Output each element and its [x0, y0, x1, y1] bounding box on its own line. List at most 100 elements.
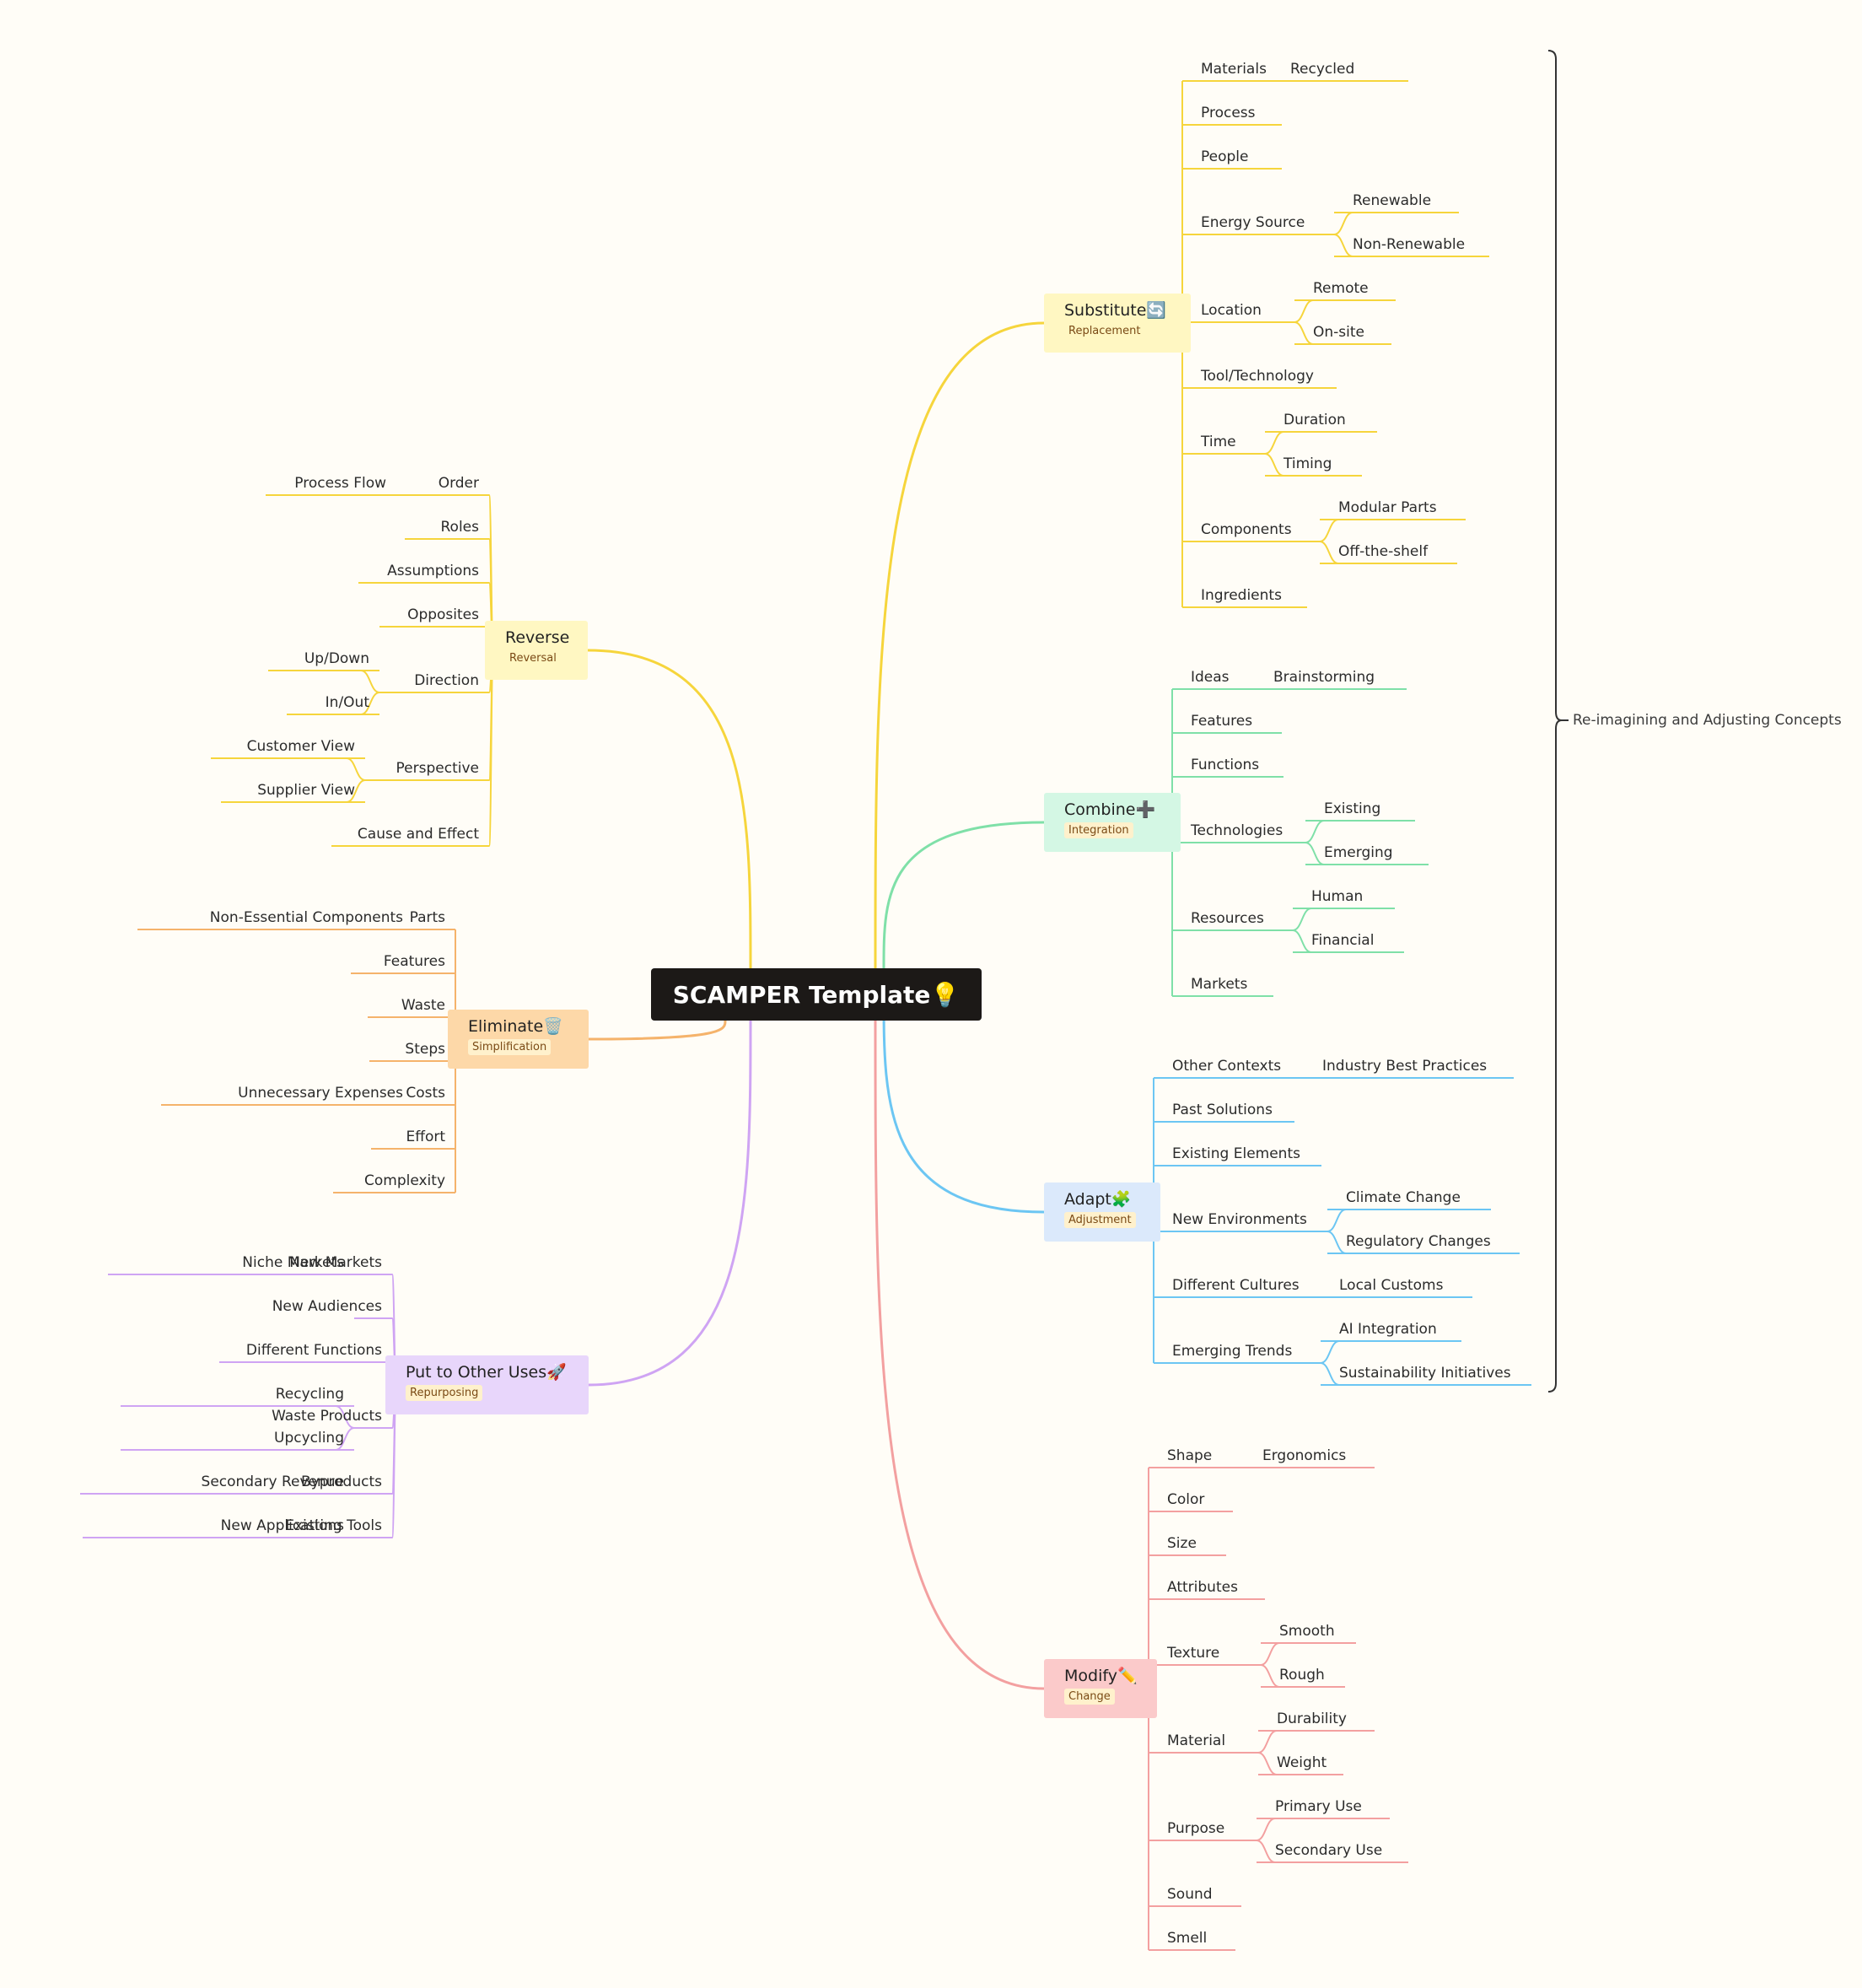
node-reverse-3[interactable]: Assumptions — [387, 563, 479, 579]
node-reverse-7[interactable]: In/Out — [325, 694, 369, 711]
node-eliminate-6[interactable]: Unnecessary Expenses — [238, 1085, 403, 1102]
node-substitute-13[interactable]: Timing — [1283, 455, 1332, 472]
branch-tag: Repurposing — [406, 1385, 483, 1401]
node-modify-14[interactable]: Sound — [1167, 1886, 1213, 1903]
node-modify-8[interactable]: Material — [1167, 1732, 1226, 1749]
node-adapt-9[interactable]: Emerging Trends — [1172, 1343, 1293, 1360]
node-put-3[interactable]: Different Functions — [245, 1342, 382, 1359]
node-eliminate-3[interactable]: Waste — [401, 997, 445, 1014]
node-substitute-0[interactable]: Materials — [1201, 61, 1267, 78]
node-reverse-5[interactable]: Direction — [414, 672, 479, 689]
node-put-1[interactable]: Niche Markets — [242, 1254, 344, 1271]
node-eliminate-1[interactable]: Non-Essential Components — [209, 909, 403, 926]
node-modify-2[interactable]: Color — [1167, 1491, 1205, 1508]
node-reverse-9[interactable]: Customer View — [246, 738, 355, 755]
node-put-6[interactable]: Upcycling — [274, 1430, 344, 1447]
node-put-9[interactable]: Existing Tools — [285, 1517, 382, 1534]
node-reverse-2[interactable]: Roles — [440, 519, 480, 536]
branch-eliminate[interactable]: Eliminate🗑️Simplification — [448, 1010, 589, 1069]
node-modify-1[interactable]: Ergonomics — [1262, 1447, 1347, 1464]
node-eliminate-2[interactable]: Features — [383, 953, 445, 970]
node-substitute-11[interactable]: Time — [1201, 434, 1236, 450]
node-eliminate-0[interactable]: Parts — [409, 909, 445, 926]
node-combine-7[interactable]: Resources — [1191, 910, 1264, 927]
node-substitute-12[interactable]: Duration — [1283, 412, 1346, 428]
node-combine-4[interactable]: Technologies — [1191, 822, 1283, 839]
node-modify-9[interactable]: Durability — [1277, 1711, 1347, 1727]
node-substitute-6[interactable]: Non-Renewable — [1353, 236, 1466, 253]
node-adapt-2[interactable]: Past Solutions — [1172, 1102, 1273, 1118]
node-modify-6[interactable]: Smooth — [1279, 1623, 1335, 1640]
substitute-link-6 — [1333, 234, 1353, 257]
node-substitute-17[interactable]: Ingredients — [1201, 587, 1282, 604]
node-reverse-4[interactable]: Opposites — [407, 606, 479, 623]
branch-modify[interactable]: Modify✏️Change — [1044, 1659, 1157, 1718]
node-substitute-9[interactable]: On-site — [1313, 324, 1364, 341]
branch-adapt[interactable]: Adapt🧩Adjustment — [1044, 1183, 1160, 1242]
node-substitute-3[interactable]: People — [1201, 148, 1249, 165]
node-modify-12[interactable]: Primary Use — [1275, 1798, 1362, 1815]
node-substitute-4[interactable]: Energy Source — [1201, 214, 1305, 231]
node-combine-6[interactable]: Emerging — [1324, 844, 1393, 861]
node-put-7[interactable]: Byproducts — [301, 1473, 382, 1490]
node-substitute-5[interactable]: Renewable — [1353, 192, 1432, 209]
node-substitute-16[interactable]: Off-the-shelf — [1338, 543, 1429, 560]
node-combine-8[interactable]: Human — [1311, 888, 1364, 905]
node-adapt-0[interactable]: Other Contexts — [1172, 1058, 1282, 1075]
node-eliminate-5[interactable]: Costs — [406, 1085, 445, 1102]
substitute-link-15 — [1319, 519, 1339, 542]
node-substitute-15[interactable]: Modular Parts — [1338, 499, 1437, 516]
node-substitute-8[interactable]: Remote — [1313, 280, 1369, 297]
node-substitute-10[interactable]: Tool/Technology — [1201, 368, 1314, 385]
node-modify-10[interactable]: Weight — [1277, 1754, 1327, 1771]
node-modify-13[interactable]: Secondary Use — [1275, 1842, 1383, 1859]
node-put-0[interactable]: New Markets — [289, 1254, 382, 1271]
node-combine-0[interactable]: Ideas — [1191, 669, 1230, 686]
node-modify-0[interactable]: Shape — [1167, 1447, 1213, 1464]
node-adapt-1[interactable]: Industry Best Practices — [1322, 1058, 1488, 1075]
node-combine-10[interactable]: Markets — [1191, 976, 1248, 993]
branch-combine[interactable]: Combine➕Integration — [1044, 793, 1181, 852]
node-modify-11[interactable]: Purpose — [1167, 1820, 1225, 1837]
node-modify-3[interactable]: Size — [1167, 1535, 1197, 1552]
node-eliminate-7[interactable]: Effort — [406, 1129, 445, 1145]
node-adapt-7[interactable]: Different Cultures — [1172, 1277, 1300, 1294]
node-substitute-1[interactable]: Recycled — [1290, 61, 1355, 78]
node-substitute-7[interactable]: Location — [1201, 302, 1262, 319]
node-put-2[interactable]: New Audiences — [272, 1298, 382, 1315]
branch-substitute[interactable]: Substitute🔄Replacement — [1044, 294, 1191, 353]
node-reverse-10[interactable]: Supplier View — [257, 782, 355, 799]
node-put-8[interactable]: Secondary Revenue — [201, 1473, 344, 1490]
node-modify-7[interactable]: Rough — [1279, 1667, 1325, 1684]
node-adapt-5[interactable]: Climate Change — [1346, 1189, 1461, 1206]
node-modify-5[interactable]: Texture — [1167, 1645, 1220, 1662]
node-adapt-4[interactable]: New Environments — [1172, 1211, 1307, 1228]
node-combine-5[interactable]: Existing — [1324, 800, 1381, 817]
node-adapt-8[interactable]: Local Customs — [1339, 1277, 1444, 1294]
root-node[interactable]: SCAMPER Template💡 — [651, 968, 982, 1021]
node-substitute-2[interactable]: Process — [1201, 105, 1256, 121]
node-put-4[interactable]: Waste Products — [272, 1408, 382, 1425]
node-put-5[interactable]: Recycling — [275, 1386, 344, 1403]
node-modify-15[interactable]: Smell — [1167, 1930, 1208, 1947]
node-eliminate-8[interactable]: Complexity — [363, 1172, 445, 1189]
node-combine-2[interactable]: Features — [1191, 713, 1253, 730]
node-eliminate-4[interactable]: Steps — [405, 1041, 445, 1058]
node-reverse-11[interactable]: Cause and Effect — [357, 826, 479, 843]
node-combine-1[interactable]: Brainstorming — [1273, 669, 1375, 686]
node-put-10[interactable]: New Applications — [220, 1517, 344, 1534]
node-modify-4[interactable]: Attributes — [1167, 1579, 1238, 1596]
node-combine-9[interactable]: Financial — [1311, 932, 1375, 949]
node-adapt-11[interactable]: Sustainability Initiatives — [1339, 1365, 1511, 1382]
branch-put[interactable]: Put to Other Uses🚀Repurposing — [385, 1355, 589, 1414]
node-substitute-14[interactable]: Components — [1201, 521, 1292, 538]
node-reverse-6[interactable]: Up/Down — [304, 650, 369, 667]
node-adapt-6[interactable]: Regulatory Changes — [1346, 1233, 1491, 1250]
node-adapt-10[interactable]: AI Integration — [1339, 1321, 1437, 1338]
node-reverse-1[interactable]: Process Flow — [294, 475, 386, 492]
node-adapt-3[interactable]: Existing Elements — [1172, 1145, 1300, 1162]
node-combine-3[interactable]: Functions — [1191, 757, 1260, 773]
node-reverse-8[interactable]: Perspective — [396, 760, 479, 777]
node-reverse-0[interactable]: Order — [438, 475, 479, 492]
